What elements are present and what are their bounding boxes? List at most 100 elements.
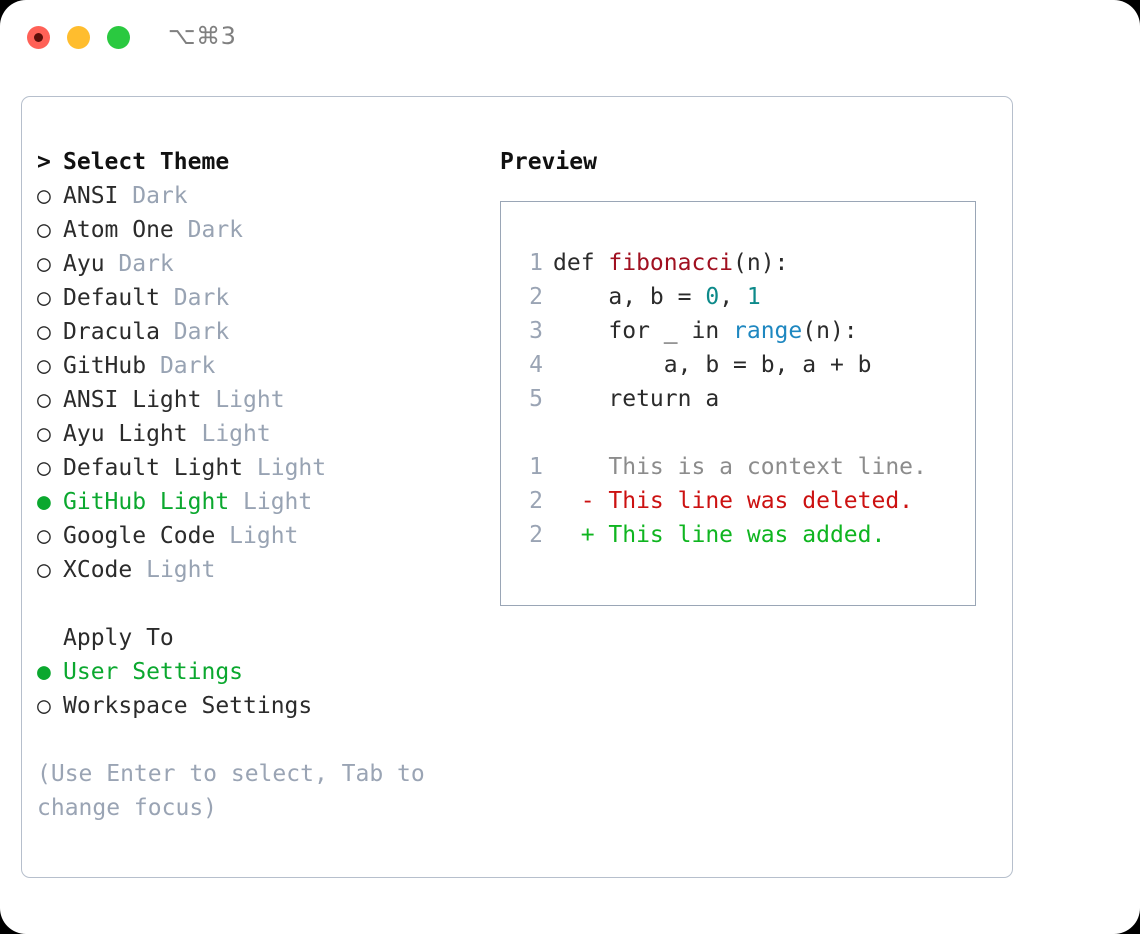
- select-theme-label: Select Theme: [63, 149, 230, 175]
- zoom-button[interactable]: [107, 26, 130, 49]
- theme-list-item[interactable]: ○ Ayu Dark: [37, 247, 487, 281]
- line-number: 2: [529, 284, 543, 310]
- radio-icon: ○: [37, 557, 51, 583]
- apply-to-option[interactable]: ○Workspace Settings: [37, 689, 487, 723]
- theme-list-item[interactable]: ○XCode Light: [37, 553, 487, 587]
- theme-variant: Light: [201, 421, 271, 447]
- code-token: a, b = b, a + b: [553, 352, 872, 378]
- theme-list[interactable]: > Select Theme ○ ANSI Dark ○ Atom One Dark ○ Ay…: [37, 145, 487, 587]
- code-token: return a: [553, 386, 720, 412]
- theme-variant: Dark: [187, 217, 244, 243]
- radio-icon: ○: [37, 421, 51, 447]
- preview-column: Preview 1 def fibonacci (n): 2 a, b = 0, 1 3…: [500, 145, 990, 606]
- code-line: 2 a, b = 0, 1: [501, 280, 975, 314]
- apply-to-option-label: User Settings: [63, 659, 244, 685]
- theme-variant: Dark: [159, 353, 216, 379]
- line-number: 2: [529, 488, 543, 514]
- theme-variant: Dark: [118, 251, 174, 277]
- diff-line: 2 + This line was added.: [501, 518, 975, 552]
- theme-variant: Dark: [173, 319, 230, 345]
- diff-text: + This line was added.: [553, 522, 886, 548]
- radio-icon: ○: [37, 319, 51, 345]
- line-number: 2: [529, 522, 543, 548]
- line-number: 1: [529, 250, 543, 276]
- code-token: fibonacci: [608, 250, 734, 276]
- theme-list-item[interactable]: ○ GitHub Dark: [37, 349, 487, 383]
- theme-list-item[interactable]: ○ Google Code Light: [37, 519, 487, 553]
- preview-title: Preview: [500, 149, 597, 175]
- theme-list-item[interactable]: ○ Ayu Light Light: [37, 417, 487, 451]
- radio-icon: ○: [37, 285, 51, 311]
- theme-name: Ayu Light: [63, 421, 202, 447]
- theme-name: ANSI Light: [63, 387, 216, 413]
- theme-name: Dracula: [63, 319, 174, 345]
- code-line: 4 a, b = b, a + b: [501, 348, 975, 382]
- theme-selection-column: > Select Theme ○ ANSI Dark ○ Atom One Dark ○ Ay…: [37, 145, 487, 825]
- code-token: for _ in: [553, 318, 734, 344]
- theme-name: Ayu: [63, 251, 119, 277]
- radio-icon: ○: [37, 353, 51, 379]
- line-number: 4: [529, 352, 543, 378]
- theme-name: Default Light: [63, 455, 257, 481]
- radio-icon: ○: [37, 251, 51, 277]
- theme-variant: Dark: [173, 285, 230, 311]
- radio-selected-icon: ●: [37, 489, 51, 515]
- line-number: 5: [529, 386, 543, 412]
- diff-line: 2 - This line was deleted.: [501, 484, 975, 518]
- select-theme-header: > Select Theme: [37, 145, 487, 179]
- diff-sample: 1 This is a context line.2 - This line w…: [501, 450, 975, 552]
- theme-name: GitHub: [63, 353, 160, 379]
- radio-icon: ○: [37, 455, 51, 481]
- traffic-lights: [27, 26, 130, 49]
- list-spacer: [37, 587, 487, 621]
- code-token: 1: [746, 284, 761, 310]
- radio-icon: ○: [37, 183, 51, 209]
- theme-list-item[interactable]: ○ Dracula Dark: [37, 315, 487, 349]
- code-token: def: [553, 250, 609, 276]
- line-number: 3: [529, 318, 543, 344]
- diff-line: 1 This is a context line.: [501, 450, 975, 484]
- title-bar: ⌥⌘3: [0, 0, 1140, 76]
- radio-icon: ○: [37, 217, 51, 243]
- theme-name: GitHub Light: [63, 489, 244, 515]
- theme-name: Default: [63, 285, 174, 311]
- theme-variant: Light: [215, 387, 285, 413]
- code-token: a, b =: [553, 284, 706, 310]
- code-token: range: [733, 318, 803, 344]
- theme-list-item[interactable]: ○ Default Light Light: [37, 451, 487, 485]
- theme-variant: Light: [229, 523, 299, 549]
- caret-icon: >: [37, 149, 51, 175]
- code-token: ,: [719, 284, 747, 310]
- theme-list-item[interactable]: ○ Atom One Dark: [37, 213, 487, 247]
- radio-selected-icon: ●: [37, 659, 51, 685]
- theme-name: ANSI: [63, 183, 133, 209]
- apply-to-option[interactable]: ● User Settings: [37, 655, 487, 689]
- diff-text: - This line was deleted.: [553, 488, 914, 514]
- theme-name: Atom One: [63, 217, 188, 243]
- code-diff-gap: [501, 416, 975, 450]
- apply-to-heading: Apply To: [63, 625, 174, 651]
- theme-list-item[interactable]: ●GitHub Light Light: [37, 485, 487, 519]
- code-line: 5 return a: [501, 382, 975, 416]
- radio-icon: ○: [37, 387, 51, 413]
- close-button[interactable]: [27, 26, 50, 49]
- theme-name: Google Code: [63, 523, 230, 549]
- theme-list-item[interactable]: ○ ANSI Light Light: [37, 383, 487, 417]
- theme-list-item[interactable]: ○ Default Dark: [37, 281, 487, 315]
- diff-text: This is a context line.: [553, 454, 927, 480]
- code-sample: 1 def fibonacci (n): 2 a, b = 0, 1 3 for _ i…: [501, 246, 975, 416]
- apply-to-options[interactable]: ● User Settings ○Workspace Settings: [37, 655, 487, 723]
- hint-spacer: [37, 723, 487, 757]
- preview-box: 1 def fibonacci (n): 2 a, b = 0, 1 3 for _ i…: [500, 201, 976, 606]
- window-shortcut-label: ⌥⌘3: [168, 22, 237, 50]
- keyboard-hint-text: (Use Enter to select, Tab to change focu…: [37, 761, 439, 821]
- theme-variant: Light: [146, 557, 216, 583]
- theme-variant: Light: [256, 455, 327, 481]
- radio-icon: ○: [37, 693, 51, 719]
- code-token: (n):: [802, 318, 858, 344]
- minimize-button[interactable]: [67, 26, 90, 49]
- theme-list-item[interactable]: ○ANSI Dark: [37, 179, 487, 213]
- radio-icon: ○: [37, 523, 51, 549]
